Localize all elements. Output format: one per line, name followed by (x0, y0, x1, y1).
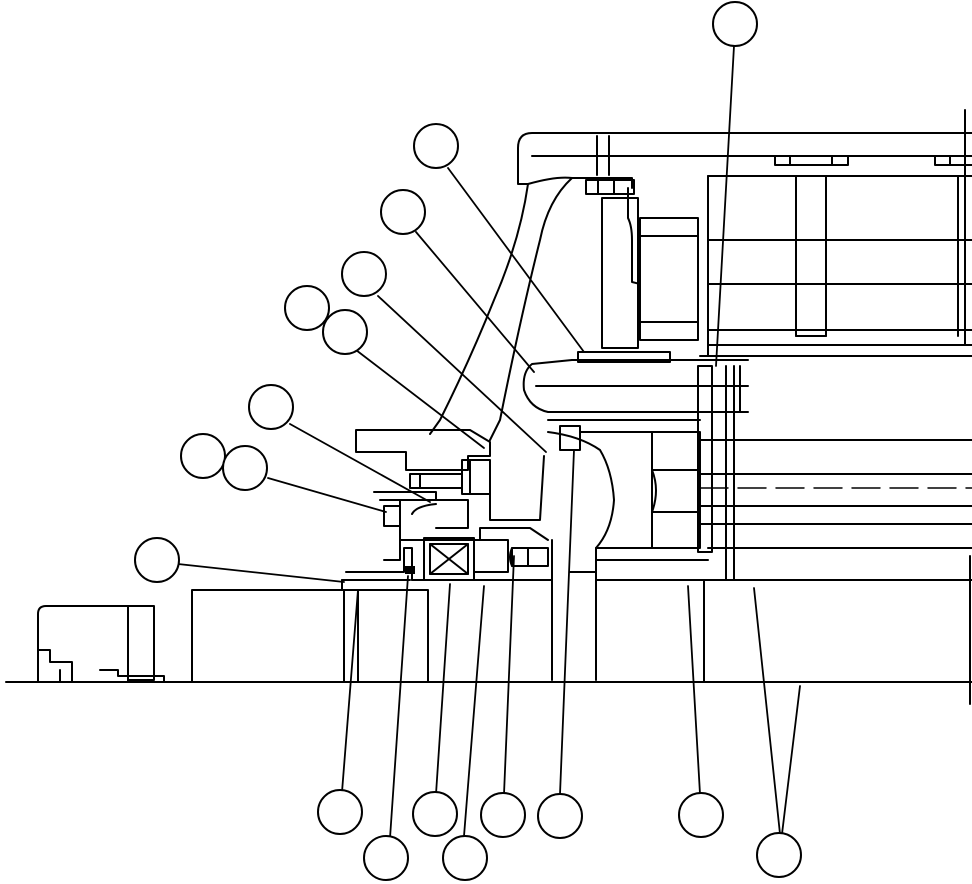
callout-bubble-03 (380, 189, 426, 235)
spindle-base (5, 555, 972, 705)
callout-bubble-02 (413, 123, 459, 169)
bearing-assembly (341, 429, 597, 681)
main-housing (517, 109, 972, 357)
callout-bubble-08 (180, 433, 226, 479)
leader-lines (177, 45, 801, 839)
callout-bubble-18 (756, 832, 802, 878)
callout-bubble-01 (712, 1, 758, 47)
callout-bubble-06 (322, 309, 368, 355)
callout-bubble-16 (537, 793, 583, 839)
carrier-hub (429, 176, 709, 681)
callout-bubble-04 (341, 251, 387, 297)
callout-bubble-09 (222, 445, 268, 491)
planet-pin (522, 351, 972, 581)
callout-bubble-14 (442, 835, 488, 881)
callout-bubble-12 (363, 835, 409, 881)
callouts (134, 1, 802, 881)
callout-bubble-05 (284, 285, 330, 331)
callout-bubble-07 (248, 384, 294, 430)
clutch-pack (585, 175, 972, 349)
callout-bubble-17 (678, 792, 724, 838)
callout-bubble-10 (134, 537, 180, 583)
callout-bubble-13 (412, 791, 458, 837)
callout-bubble-15 (480, 792, 526, 838)
callout-bubble-11 (317, 789, 363, 835)
